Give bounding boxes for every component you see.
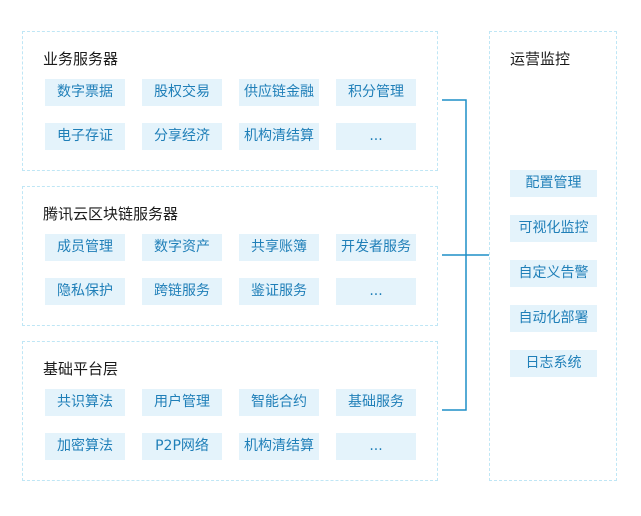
layer-panel-business: 业务服务器 数字票据 股权交易 供应链金融 积分管理 电子存证 分享经济 机构清… (22, 31, 438, 171)
bracket-connector (442, 99, 490, 411)
layer-item: 机构清结算 (239, 433, 319, 460)
layer-panel-platform: 基础平台层 共识算法 用户管理 智能合约 基础服务 加密算法 P2P网络 机构清… (22, 341, 438, 481)
ops-item: 配置管理 (510, 170, 597, 197)
layer-item: 用户管理 (142, 389, 222, 416)
ops-panel: 运营监控 配置管理 可视化监控 自定义告警 自动化部署 日志系统 (489, 31, 617, 481)
layer-title: 基础平台层 (43, 360, 119, 378)
ops-title: 运营监控 (510, 50, 571, 68)
layer-item: ... (336, 433, 416, 460)
layer-item: 分享经济 (142, 123, 222, 150)
layer-item: P2P网络 (142, 433, 222, 460)
layer-item: 数字资产 (142, 234, 222, 261)
layer-item: 成员管理 (45, 234, 125, 261)
ops-item: 自定义告警 (510, 260, 597, 287)
layer-item: 机构清结算 (239, 123, 319, 150)
layer-item: ... (336, 123, 416, 150)
layer-item: 隐私保护 (45, 278, 125, 305)
layer-title: 腾讯云区块链服务器 (43, 205, 179, 223)
layer-item: 共识算法 (45, 389, 125, 416)
layer-item: 智能合约 (239, 389, 319, 416)
layer-item: 鉴证服务 (239, 278, 319, 305)
layer-item: 股权交易 (142, 79, 222, 106)
layer-item: 开发者服务 (336, 234, 416, 261)
ops-item: 可视化监控 (510, 215, 597, 242)
layer-item: 加密算法 (45, 433, 125, 460)
layer-item: 数字票据 (45, 79, 125, 106)
ops-item: 自动化部署 (510, 305, 597, 332)
layer-title: 业务服务器 (43, 50, 119, 68)
layer-item: 跨链服务 (142, 278, 222, 305)
layer-item: 基础服务 (336, 389, 416, 416)
layer-item: 供应链金融 (239, 79, 319, 106)
layer-item: 积分管理 (336, 79, 416, 106)
layer-panel-blockchain: 腾讯云区块链服务器 成员管理 数字资产 共享账簿 开发者服务 隐私保护 跨链服务… (22, 186, 438, 326)
layer-item: ... (336, 278, 416, 305)
ops-item: 日志系统 (510, 350, 597, 377)
layer-item: 共享账簿 (239, 234, 319, 261)
layer-item: 电子存证 (45, 123, 125, 150)
